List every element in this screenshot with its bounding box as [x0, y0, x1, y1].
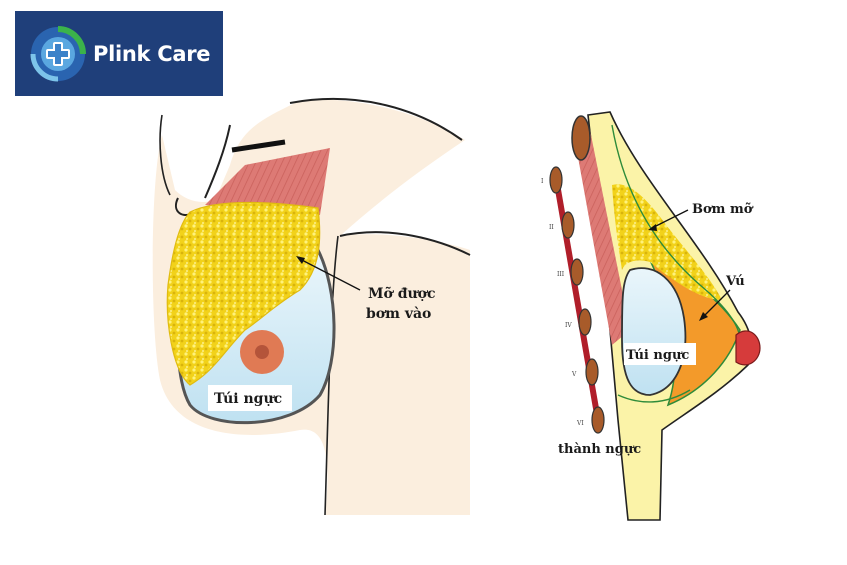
nipple-side: [735, 330, 761, 366]
fat-injected-label-line1: Mỡ được: [368, 285, 436, 302]
rib-number-4: IV: [565, 322, 572, 329]
chest-wall-label: thành ngực: [558, 442, 641, 457]
rib-number-3: III: [557, 271, 565, 278]
fat-injected-label-line2: bơm vào: [366, 306, 431, 322]
rib-chain: [549, 166, 605, 434]
side-view-diagram: [549, 111, 761, 521]
rib-number-5: V: [571, 371, 577, 378]
pectoral-muscle: [205, 148, 330, 215]
implant-label-front: Túi ngực: [214, 391, 282, 407]
breast-label-side: Vú: [725, 274, 745, 289]
implant-label-side: Túi ngực: [626, 348, 689, 363]
medical-cross-icon: [30, 25, 86, 81]
fat-injection-label-side: Bơm mỡ: [692, 202, 754, 217]
brand-logo: Plink Care: [15, 11, 223, 96]
rib-number-2: II: [549, 224, 554, 231]
pectoral-muscle-side: [574, 130, 630, 345]
injected-fat-front: [166, 201, 321, 386]
nipple: [255, 345, 269, 359]
clavicle-bone: [571, 115, 591, 161]
rib-number-1: I: [541, 178, 544, 185]
rib-number-6: VI: [576, 420, 584, 427]
brand-name: Plink Care: [93, 41, 211, 66]
injected-fat-side: [612, 184, 722, 300]
front-view-diagram: [152, 97, 471, 516]
